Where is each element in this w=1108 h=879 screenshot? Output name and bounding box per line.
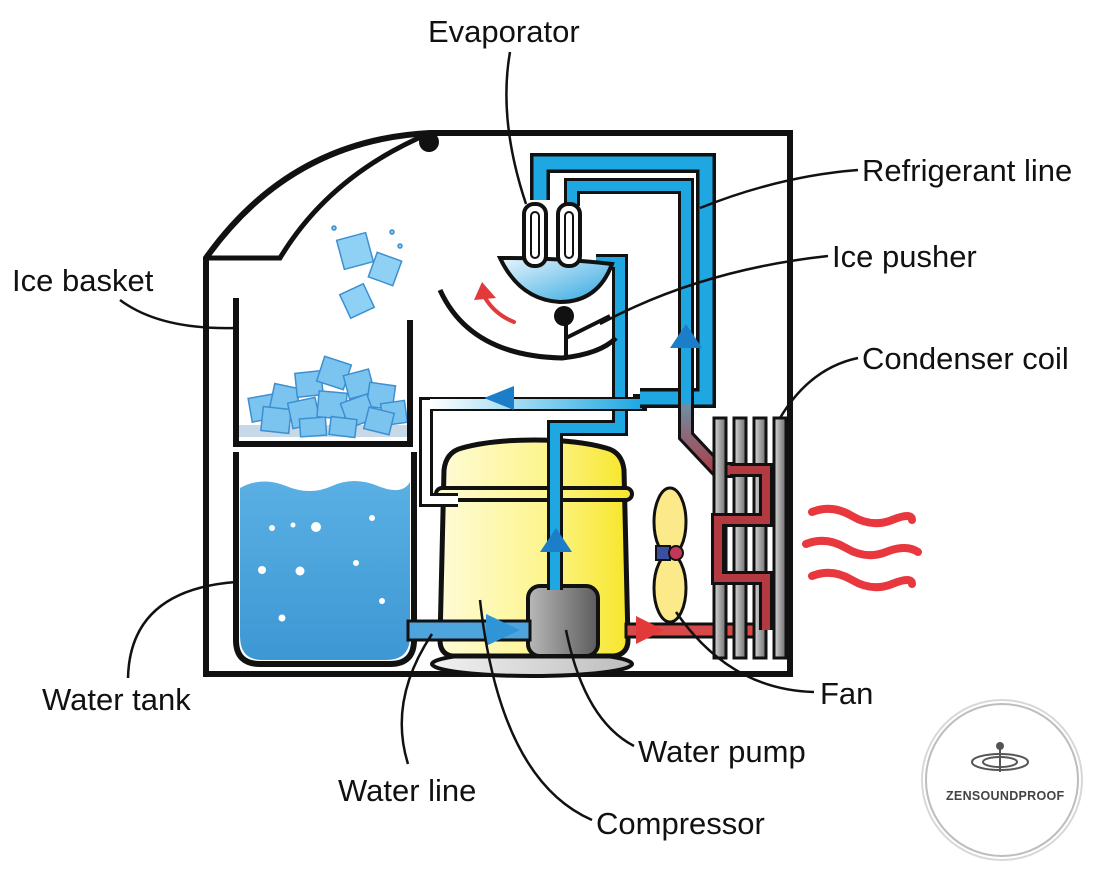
leader-condenser-coil: [778, 356, 859, 419]
watermark-text: ZENSOUNDPROOF: [946, 789, 1065, 803]
refrigerant-line: [530, 153, 716, 408]
leader-water-line: [400, 633, 434, 765]
leader-ice-pusher: [599, 254, 829, 326]
water-line: [406, 614, 532, 646]
watermark: ZENSOUNDPROOF: [921, 699, 1083, 861]
label-water-pump: Water pump: [638, 734, 806, 769]
labels: Evaporator Refrigerant line Ice pusher I…: [12, 14, 1072, 841]
label-ice-basket: Ice basket: [12, 263, 154, 298]
leader-evaporator: [505, 51, 528, 205]
label-refrigerant-line: Refrigerant line: [862, 153, 1072, 188]
label-compressor: Compressor: [596, 806, 765, 841]
leader-fan: [674, 611, 815, 694]
falling-ice-cubes: [331, 225, 403, 320]
water-bubbles: [258, 515, 385, 622]
label-water-line: Water line: [338, 773, 476, 808]
leader-lines: [119, 51, 859, 822]
ice-pusher: [437, 282, 618, 361]
cabinet: [203, 130, 793, 677]
condenser-coil: [711, 416, 788, 660]
fan: [652, 486, 688, 624]
lid: [206, 130, 431, 261]
label-water-tank: Water tank: [42, 682, 191, 717]
water-tank: [233, 452, 417, 667]
lid-hinge: [419, 132, 439, 152]
ice-basket: [233, 298, 413, 447]
evaporator: [496, 202, 615, 305]
leader-ice-basket: [119, 298, 237, 330]
heat-waves: [802, 504, 922, 592]
label-fan: Fan: [820, 676, 873, 711]
leader-water-tank: [126, 580, 237, 679]
leader-compressor: [478, 599, 593, 822]
ice-cubes-in-basket: [247, 355, 409, 439]
leader-refrigerant-line: [699, 168, 859, 210]
leader-water-pump: [564, 629, 635, 748]
water-pump: [526, 584, 600, 658]
label-ice-pusher: Ice pusher: [832, 239, 977, 274]
label-condenser-coil: Condenser coil: [862, 341, 1069, 376]
label-evaporator: Evaporator: [428, 14, 580, 49]
